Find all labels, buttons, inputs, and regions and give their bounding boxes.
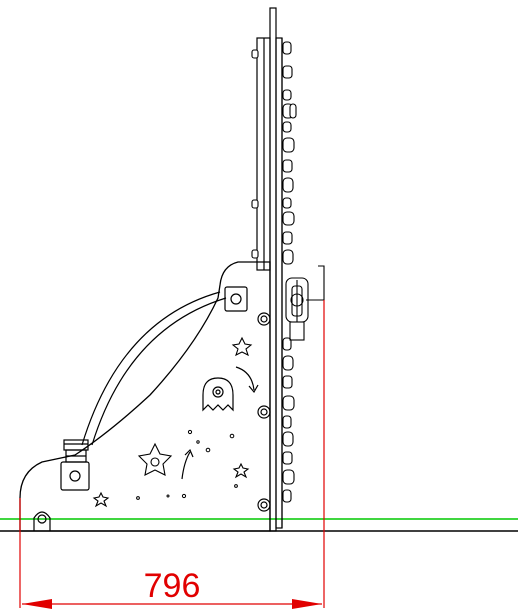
support-bracket bbox=[19, 261, 271, 532]
arrow-decorations bbox=[181, 366, 259, 480]
handrail-tube bbox=[81, 291, 227, 446]
hanger-assembly bbox=[285, 265, 325, 341]
tube-end-fitting bbox=[60, 439, 90, 491]
star-decorations bbox=[92, 336, 253, 508]
dimension-lines bbox=[19, 300, 325, 608]
panel-edge-studs bbox=[251, 49, 259, 259]
mounting-bolts bbox=[257, 312, 271, 512]
upper-bolt bbox=[224, 286, 248, 312]
dot-decorations bbox=[136, 429, 238, 500]
ghost-decoration bbox=[202, 377, 234, 412]
climbing-holds bbox=[282, 41, 297, 503]
dimension-arrows bbox=[22, 599, 322, 609]
base-anchor bbox=[33, 511, 51, 531]
dimension-value: 796 bbox=[144, 567, 201, 605]
